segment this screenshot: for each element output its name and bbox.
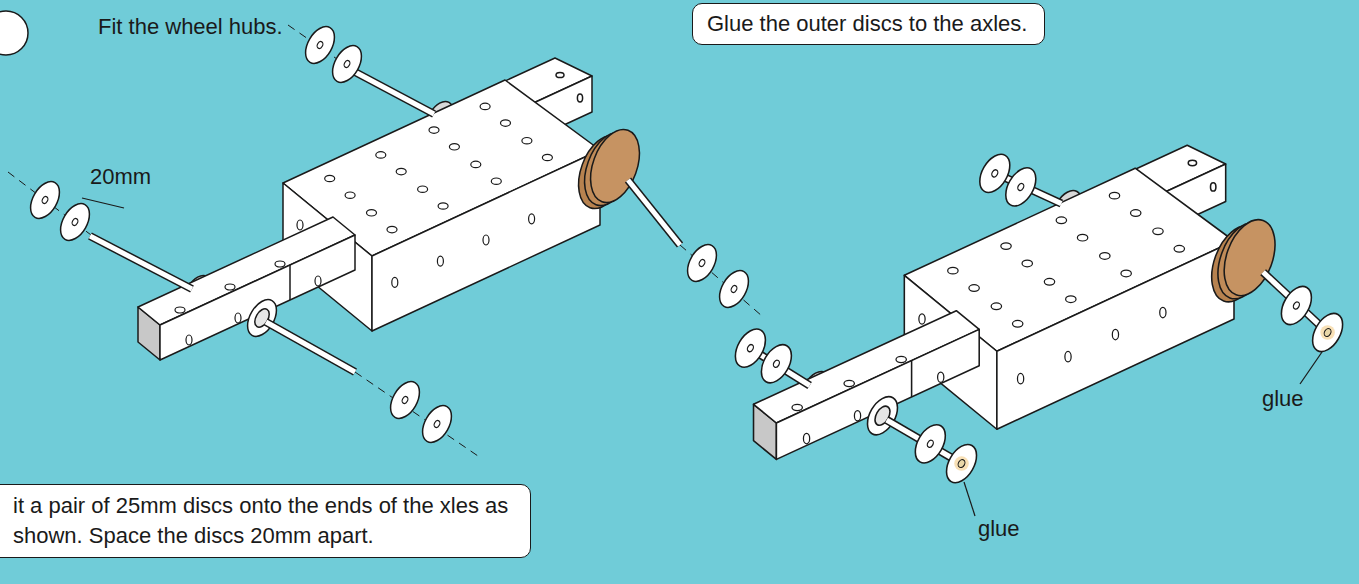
glue-callout: glue: [1262, 386, 1304, 412]
step-heading: Fit the wheel hubs.: [98, 14, 283, 40]
instruction-text: Glue the outer discs to the axles.: [707, 9, 1030, 39]
glue-callout: glue: [978, 516, 1020, 542]
instruction-box: it a pair of 25mm discs onto the ends of…: [0, 484, 531, 558]
instruction-box: Glue the outer discs to the axles.: [692, 3, 1045, 45]
instruction-text: it a pair of 25mm discs onto the ends of…: [13, 491, 518, 551]
dimension-label: 20mm: [90, 164, 151, 190]
